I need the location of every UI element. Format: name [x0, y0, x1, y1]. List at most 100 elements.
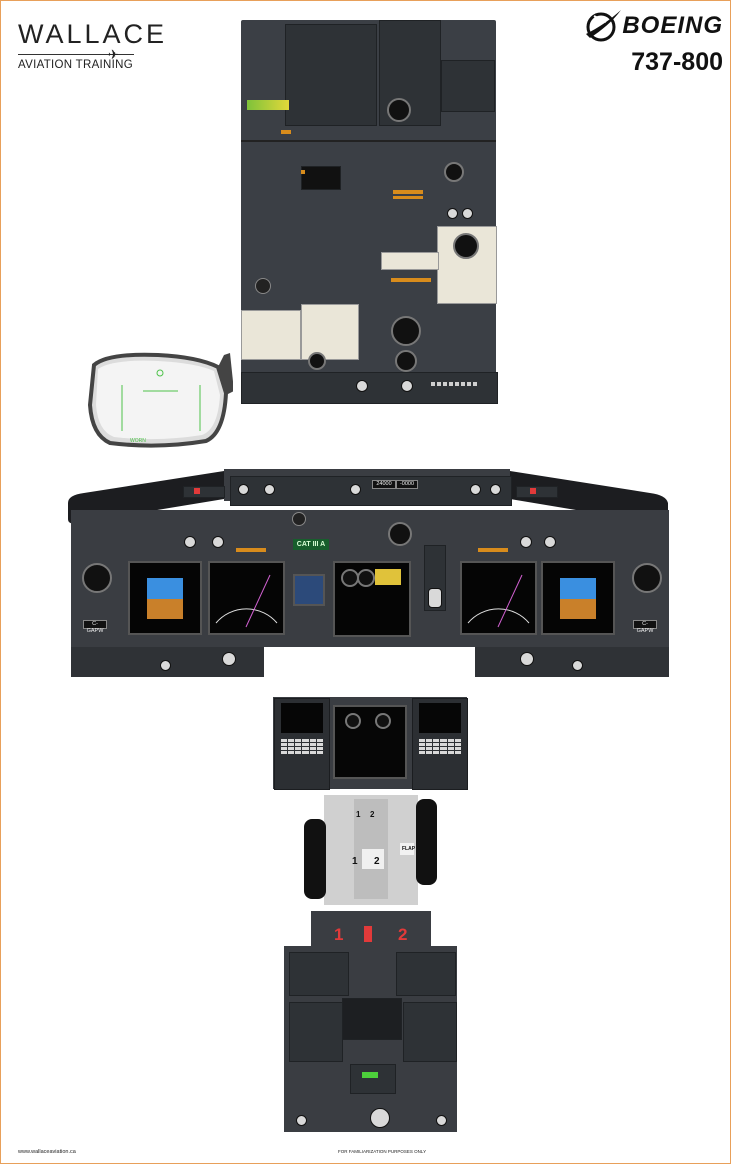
lower-knob[interactable] [222, 652, 236, 666]
overhead-gauge-right [444, 162, 464, 182]
nav-radio-right [396, 952, 456, 996]
mcp-knob[interactable] [264, 484, 275, 495]
overhead-dark-knob[interactable] [255, 278, 271, 294]
overhead-upper-right [441, 60, 495, 112]
duct-pressure-gauge [453, 233, 479, 259]
master-caution-light[interactable] [194, 488, 200, 494]
overhead-gauge-top [387, 98, 411, 122]
n1-gauge [357, 569, 375, 587]
hud-combiner [87, 345, 234, 449]
pfd-ground [560, 599, 596, 619]
right-cdu [412, 698, 468, 790]
mcp-knob[interactable] [238, 484, 249, 495]
ils-mode-annunciator: CAT III A [293, 539, 329, 550]
nd-arc-icon [215, 574, 278, 628]
efis-knob[interactable] [520, 536, 532, 548]
cabin-altitude-gauge [395, 350, 417, 372]
efis-knob[interactable] [184, 536, 196, 548]
mcp-altitude-window: 24000 [372, 480, 396, 489]
lower-eicas [333, 705, 407, 779]
standby-attitude-left [82, 563, 112, 593]
amber-indicator-row [391, 278, 431, 282]
overhead-lower-row [241, 372, 498, 404]
n2-gauge [345, 713, 361, 729]
mcp-knob[interactable] [350, 484, 361, 495]
audio-panel-right [403, 1002, 457, 1062]
wallace-logo: WALLACE ✈ AVIATION TRAINING [18, 19, 168, 71]
aircraft-model: 737-800 [631, 48, 723, 76]
hud-text: WORN [130, 438, 146, 444]
throttle-lever-2-label: 2 [370, 810, 375, 819]
boeing-logo-block: BOEING 737-800 [523, 8, 723, 77]
master-caution-left[interactable] [183, 486, 225, 498]
lower-knob[interactable] [572, 660, 583, 671]
mcp-knob[interactable] [470, 484, 481, 495]
audio-panel-left [289, 1002, 343, 1062]
left-cdu-keypad[interactable] [281, 739, 323, 754]
nav-radio-left [289, 952, 349, 996]
brand-rule: ✈ [18, 47, 134, 62]
first-officer-pfd [541, 561, 615, 635]
callsign-right: C-GAPW [633, 620, 657, 634]
callsign-left: C-GAPW [83, 620, 107, 634]
transponder-panel [350, 1064, 396, 1094]
standby-attitude-right [632, 563, 662, 593]
nd-arc-icon [467, 574, 530, 628]
throttle-lever-1-label: 1 [356, 810, 361, 819]
flap-lever-label[interactable]: FLAP [402, 846, 416, 852]
pfd-sky [560, 578, 596, 599]
brake-pressure-gauge [388, 522, 412, 546]
green-yellow-indicator-strip [247, 100, 289, 110]
master-caution-right[interactable] [516, 486, 558, 498]
efis-knob[interactable] [544, 536, 556, 548]
pfd-sky [147, 578, 183, 599]
pedestal-knob[interactable] [296, 1115, 307, 1126]
lighting-knob[interactable] [401, 380, 413, 392]
overhead-knob[interactable] [447, 208, 458, 219]
master-caution-light[interactable] [530, 488, 536, 494]
engine-1-fire-handle[interactable]: 1 [334, 925, 344, 944]
eicas-alert-box [375, 569, 401, 585]
transponder-display [362, 1072, 378, 1078]
overhead-gauge-small [308, 352, 326, 370]
amber-indicator [301, 170, 305, 174]
mcp-knob[interactable] [490, 484, 501, 495]
thrust-lever-2[interactable]: 2 [374, 856, 380, 867]
rudder-trim-knob[interactable] [370, 1108, 390, 1128]
apu-fire-handle[interactable] [364, 926, 372, 942]
airplane-icon: ✈ [108, 47, 119, 62]
boeing-symbol-icon [586, 10, 622, 42]
fuel-panel-center [301, 304, 359, 360]
captain-nd [208, 561, 285, 635]
right-cdu-keypad[interactable] [419, 739, 461, 754]
lighting-knob[interactable] [356, 380, 368, 392]
pfd-ground [147, 599, 183, 619]
throttle-icon [304, 795, 437, 905]
overhead-knob[interactable] [462, 208, 473, 219]
amber-indicator-row [393, 190, 423, 194]
switch-row [431, 382, 477, 386]
amber-indicator-row [236, 548, 266, 552]
efis-knob[interactable] [212, 536, 224, 548]
throttle-quadrant [304, 789, 437, 911]
clock-knob[interactable] [292, 512, 306, 526]
footer-website: www.wallaceaviation.ca [18, 1149, 76, 1155]
first-officer-nd [460, 561, 537, 635]
thrust-lever-1[interactable]: 1 [352, 856, 358, 867]
pressurization-gauge [391, 316, 421, 346]
lower-knob[interactable] [160, 660, 171, 671]
overhead-divider [241, 140, 496, 142]
amber-indicator [281, 130, 291, 134]
left-cdu [274, 698, 330, 790]
light-panel-mid [381, 252, 439, 270]
mode-control-panel [230, 476, 512, 506]
upper-eicas [333, 561, 411, 637]
brand-name: WALLACE [18, 19, 168, 49]
right-cdu-screen [419, 703, 461, 733]
engine-2-fire-handle[interactable]: 2 [398, 925, 408, 944]
overhead-upper-left [285, 24, 377, 126]
lower-knob[interactable] [520, 652, 534, 666]
landing-gear-lever[interactable] [428, 588, 442, 608]
hud-icon [87, 352, 234, 448]
pedestal-knob[interactable] [436, 1115, 447, 1126]
